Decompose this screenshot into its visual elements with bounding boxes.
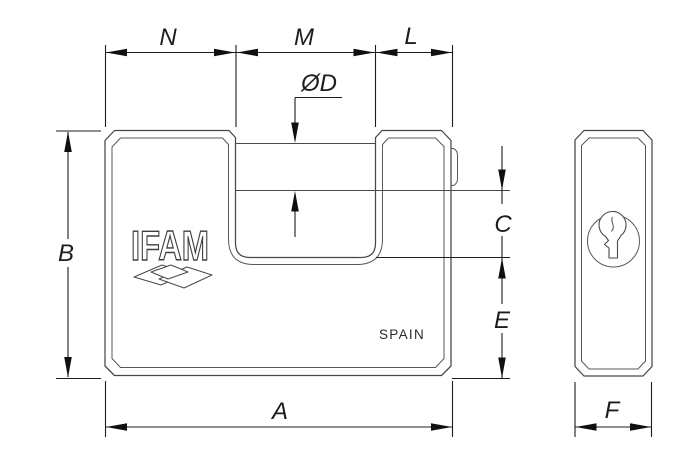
side-body-chamfer-line (581, 137, 646, 370)
brand-logo: IFAM (130, 221, 213, 289)
front-view: SPAIN (104, 129, 510, 377)
side-view (574, 129, 653, 377)
dim-label-e: E (494, 307, 511, 334)
side-body-outline (574, 129, 653, 377)
arrowhead-a-left (106, 423, 127, 431)
brand-logo-diamond-top (150, 264, 189, 280)
arrowhead-m-right (353, 48, 375, 57)
arrowhead-l-left (376, 48, 398, 57)
arrowhead-b-bottom (64, 357, 72, 378)
arrowhead-b-top (64, 131, 72, 152)
dim-label-n: N (159, 24, 177, 51)
arrowhead-n-right (214, 48, 235, 57)
dim-label-l: L (404, 23, 417, 50)
dimensions: N M L ØD B C E A (56, 23, 653, 437)
dim-label-d: ØD (300, 70, 337, 97)
brand-logo-text: IFAM (131, 222, 209, 269)
arrowhead-d-bottom (291, 191, 299, 212)
dim-label-b: B (58, 240, 74, 267)
arrowhead-e-bottom (498, 357, 506, 378)
padlock-body-outline (104, 129, 452, 377)
arrowhead-a-right (431, 423, 452, 431)
arrowhead-ce-mid (498, 258, 506, 279)
origin-text: SPAIN (379, 327, 425, 342)
shackle-pin-tip (451, 148, 458, 186)
arrowhead-f-right (630, 423, 651, 431)
dim-label-f: F (605, 397, 621, 424)
arrowhead-m-left (237, 48, 258, 57)
arrowhead-c-top (498, 169, 506, 190)
keyhole-icon (587, 210, 640, 268)
arrowhead-f-left (575, 423, 597, 431)
dim-label-a: A (270, 398, 288, 425)
padlock-body-chamfer-line (111, 137, 445, 368)
dim-label-c: C (494, 211, 512, 238)
arrowhead-l-right (431, 48, 452, 57)
arrowhead-n-left (106, 48, 127, 57)
keyhole-ward-line (611, 216, 614, 232)
keyhole-cylinder (598, 210, 627, 259)
dim-label-m: M (294, 24, 314, 51)
arrowhead-d-top (291, 122, 299, 143)
